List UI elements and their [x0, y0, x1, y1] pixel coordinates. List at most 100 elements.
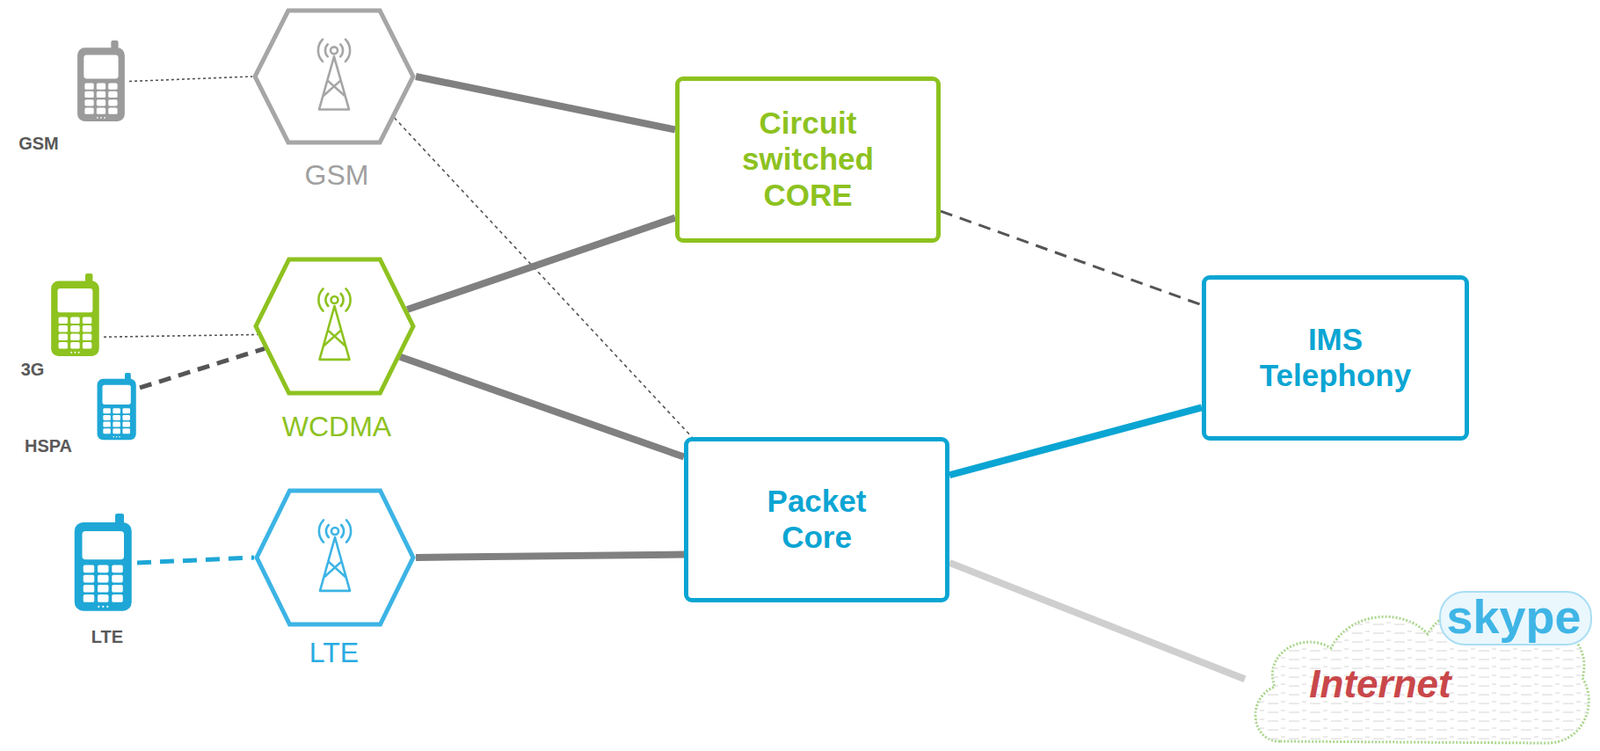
phone-key [83, 584, 95, 593]
phone-body [50, 280, 100, 357]
lte-phone: LTE [71, 513, 138, 612]
device-label: LTE [91, 626, 124, 647]
internet-cloud: skypeInternet [1244, 584, 1595, 748]
phone-key [108, 99, 117, 106]
phone-key [58, 325, 69, 332]
device-label: GSM [18, 133, 59, 153]
phone-key [111, 574, 124, 583]
lte-cell: LTE [254, 487, 416, 627]
phone-key [96, 83, 106, 90]
box-title: Circuit switched CORE [731, 105, 886, 214]
hexagon-outline [253, 256, 416, 396]
phone-key [70, 317, 80, 324]
phone-key [122, 407, 131, 414]
phone-dot [96, 116, 99, 119]
phone-key [83, 564, 95, 573]
phone-key [84, 107, 94, 114]
phone-key [84, 91, 94, 98]
phone-icon [74, 40, 130, 123]
label-holder: Internet [1309, 662, 1451, 706]
phone-key [97, 574, 110, 583]
phone-key [97, 584, 110, 593]
hexagon-outline [254, 487, 416, 627]
link-line [393, 117, 692, 437]
phone-key [102, 414, 111, 421]
ims-box: IMS Telephony [1201, 275, 1470, 441]
phone-screen [102, 385, 131, 405]
circuit-core-box: Circuit switched CORE [675, 76, 941, 243]
tower-mast [319, 56, 350, 110]
phone-icon [71, 513, 138, 612]
link-line [139, 348, 265, 388]
label-holder: GSM [18, 133, 59, 153]
phone-dot [70, 351, 73, 354]
link-line [949, 562, 1245, 679]
phone-dot [78, 351, 80, 354]
box-title: IMS Telephony [1247, 321, 1424, 394]
antenna-dot [331, 296, 339, 304]
phone-dot [97, 605, 100, 608]
signal-arc [318, 39, 323, 62]
phone-key [70, 334, 80, 341]
phone-key [108, 83, 117, 90]
hexagon-outline [252, 7, 416, 146]
phone-key [70, 341, 80, 349]
phone-key [82, 317, 93, 324]
link-line [129, 76, 253, 82]
phone-screen [82, 530, 125, 560]
hexagon-shape [254, 10, 414, 143]
internet-label: Internet [1309, 662, 1451, 706]
cell-label: WCDMA [282, 411, 392, 443]
phone-body [74, 522, 132, 611]
link-line [940, 210, 1202, 306]
phone-key [122, 414, 131, 421]
phone-screen [83, 55, 118, 80]
phone-key [102, 428, 111, 434]
phone-icon [94, 372, 140, 441]
skype-bubble [1440, 591, 1592, 645]
phone-dot [118, 436, 121, 438]
phone-key [97, 564, 110, 573]
label-holder: skype [1446, 590, 1581, 643]
phone-key [82, 325, 93, 332]
phone-dot [100, 116, 102, 119]
phone-icon [48, 273, 104, 357]
label-holder: LTE [91, 626, 124, 647]
label-holder: 3G [21, 359, 45, 379]
phone-screen [58, 288, 94, 313]
antenna-dot [330, 46, 338, 54]
phone-key [111, 594, 124, 603]
link-line [415, 76, 676, 130]
wcdma-cell: WCDMA [253, 256, 416, 396]
phone-dot [116, 436, 118, 438]
label-holder: WCDMA [282, 411, 392, 443]
phone-dot [106, 605, 109, 608]
signal-arc [346, 519, 351, 542]
signal-arc [325, 293, 328, 306]
signal-arc [318, 288, 323, 311]
signal-arc [341, 524, 344, 538]
link-line [407, 218, 676, 310]
label-holder: LTE [309, 637, 359, 669]
link-line [415, 553, 684, 558]
phone-dot [112, 436, 115, 438]
phone-dot [101, 605, 104, 608]
link-line [400, 356, 684, 458]
phone-key [112, 428, 121, 434]
cell-label: GSM [305, 160, 370, 191]
link-line [103, 334, 258, 337]
antenna-dot [331, 527, 339, 535]
signal-arc [325, 43, 328, 57]
phone-key [58, 334, 69, 341]
phone-key [58, 341, 69, 349]
phone-dot [103, 116, 106, 119]
phone-key [122, 421, 131, 428]
phone-key [111, 564, 124, 573]
signal-arc [341, 293, 344, 306]
3g-phone: 3G [48, 273, 104, 357]
phone-key [97, 594, 110, 603]
phone-body [77, 47, 125, 122]
phone-key [112, 414, 121, 421]
phone-key [82, 341, 93, 349]
